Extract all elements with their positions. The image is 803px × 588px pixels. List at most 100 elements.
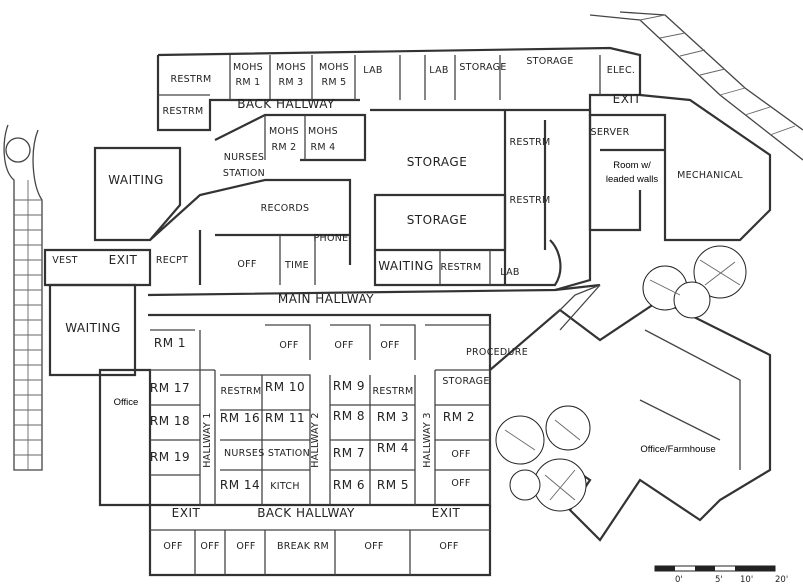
room-label-kitch: KITCH (270, 481, 300, 492)
room-label-mohs5a: MOHS (319, 62, 349, 73)
room-label-off-b5: OFF (439, 541, 458, 552)
scale-label-10: 10' (740, 575, 753, 585)
room-label-exit-sw: EXIT (172, 506, 201, 520)
room-label-exit-w: EXIT (109, 253, 138, 267)
building-walls (43, 46, 772, 577)
room-label-procedure: PROCEDURE (466, 347, 528, 358)
room-label-rm16: RM 16 (220, 411, 260, 425)
room-label-nurses-b: STATION (223, 168, 265, 179)
room-label-back-hallway-top: BACK HALLWAY (237, 97, 335, 111)
room-label-vest: VEST (52, 255, 78, 266)
hallway-labels: HALLWAY 1 HALLWAY 2 HALLWAY 3 (202, 412, 433, 468)
annotations: Room w/leaded wallsOfficeOffice/Farmhous… (114, 160, 716, 455)
room-label-mohs4a: MOHS (308, 126, 338, 137)
room-label-waiting-left: WAITING (65, 321, 121, 335)
room-label-mechanical: MECHANICAL (677, 170, 743, 181)
room-label-mohs1b: RM 1 (235, 77, 260, 88)
room-label-storage-d: STORAGE (407, 213, 468, 227)
annotation-office-farmhouse: Office/Farmhouse (640, 444, 715, 455)
room-label-off-b1: OFF (163, 541, 182, 552)
room-label-rm1: RM 1 (154, 336, 186, 350)
room-label-off-b3: OFF (236, 541, 255, 552)
room-label-waiting-top: WAITING (108, 173, 164, 187)
room-label-off-b4: OFF (364, 541, 383, 552)
scale-label-20: 20' (775, 575, 788, 585)
room-label-restrm-d: RESTRM (509, 195, 550, 206)
ne-walkway (589, 11, 803, 161)
room-label-off-top: OFF (237, 259, 256, 270)
room-label-storage-a: STORAGE (459, 62, 506, 73)
room-labels: RESTRM RESTRM MOHS RM 1 MOHS RM 3 MOHS RM 5 LAB L… (52, 56, 743, 552)
room-label-storage-b: STORAGE (526, 56, 573, 67)
room-label-rm17: RM 17 (150, 381, 190, 395)
room-label-mohs3a: MOHS (276, 62, 306, 73)
room-label-exit-se: EXIT (432, 506, 461, 520)
room-label-rm8: RM 8 (333, 409, 365, 423)
room-label-rm4: RM 4 (377, 441, 409, 455)
room-label-restrm-f: RESTRM (220, 386, 261, 397)
scale-label-0: 0' (675, 575, 683, 585)
room-label-restrm-e: RESTRM (440, 262, 481, 273)
room-label-nurses-a: NURSES (224, 152, 265, 163)
room-label-rm2: RM 2 (443, 410, 475, 424)
room-label-nurses-station: NURSES STATION (224, 448, 310, 459)
room-label-server: SERVER (590, 127, 629, 138)
room-label-exit-ne: EXIT (613, 92, 642, 106)
label-hallway-1: HALLWAY 1 (202, 412, 213, 468)
room-label-break-rm: BREAK RM (277, 541, 329, 552)
room-label-back-hallway-bottom: BACK HALLWAY (257, 506, 355, 520)
room-label-storage-c: STORAGE (407, 155, 468, 169)
scale-label-5: 5' (715, 575, 723, 585)
room-label-mohs4b: RM 4 (310, 142, 335, 153)
room-label-off-p1: OFF (279, 340, 298, 351)
tree-group-se (495, 405, 591, 512)
leaded-room-note-bg (604, 156, 662, 188)
room-label-rm9: RM 9 (333, 379, 365, 393)
office-farmhouse-outline (489, 284, 772, 542)
farmhouse-note-bg (630, 442, 726, 456)
room-label-mohs2a: MOHS (269, 126, 299, 137)
room-label-time: TIME (284, 260, 309, 271)
room-label-lab-b: LAB (429, 65, 448, 76)
room-label-rm10: RM 10 (265, 380, 305, 394)
room-label-waiting-mid: WAITING (378, 259, 434, 273)
room-label-elec: ELEC. (607, 65, 635, 76)
room-label-rm11: RM 11 (265, 411, 305, 425)
room-label-off-r3: OFF (451, 478, 470, 489)
room-label-storage-e: STORAGE (442, 376, 489, 387)
room-label-restrm-g: RESTRM (372, 386, 413, 397)
annotation-room-leaded-a: Room w/ (613, 160, 651, 171)
tree-group-ne (642, 245, 747, 319)
annotation-room-leaded-b: leaded walls (606, 174, 659, 185)
room-label-records: RECORDS (261, 203, 310, 214)
room-label-lab-a: LAB (363, 65, 382, 76)
scale-bar: 0' 5' 10' 20' (654, 565, 788, 585)
annotation-office-note: Office (114, 397, 139, 408)
office-note-bg (110, 395, 144, 409)
room-label-off-p3: OFF (380, 340, 399, 351)
room-label-rm14: RM 14 (220, 478, 260, 492)
room-label-off-b2: OFF (200, 541, 219, 552)
west-walkway (3, 124, 43, 471)
label-hallway-3: HALLWAY 3 (422, 412, 433, 468)
room-label-mohs3b: RM 3 (278, 77, 303, 88)
room-label-rm6: RM 6 (333, 478, 365, 492)
room-label-mohs1a: MOHS (233, 62, 263, 73)
room-label-restrm-c: RESTRM (509, 137, 550, 148)
room-label-phone: PHONE (314, 233, 349, 244)
room-label-rm19: RM 19 (150, 450, 190, 464)
room-label-rm5: RM 5 (377, 478, 409, 492)
room-label-restrm-a: RESTRM (170, 74, 211, 85)
room-label-restrm-b: RESTRM (162, 106, 203, 117)
room-label-rm18: RM 18 (150, 414, 190, 428)
label-hallway-2: HALLWAY 2 (310, 412, 321, 468)
room-label-mohs5b: RM 5 (321, 77, 346, 88)
room-label-recpt: RECPT (156, 255, 188, 266)
room-label-rm7: RM 7 (333, 446, 365, 460)
room-label-mohs2b: RM 2 (271, 142, 296, 153)
room-label-off-r2: OFF (451, 449, 470, 460)
room-label-lab-c: LAB (500, 267, 519, 278)
room-label-rm3: RM 3 (377, 410, 409, 424)
room-label-main-hallway: MAIN HALLWAY (278, 292, 374, 306)
